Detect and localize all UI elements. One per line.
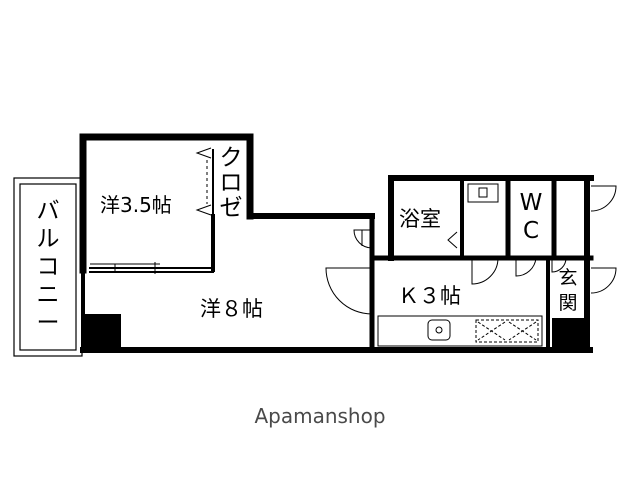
bath-fixtures [447,183,499,249]
balcony-char-3: コ [37,254,60,280]
door-swings [325,185,617,315]
balcony-char-2: ル [37,226,60,252]
closet-char-3: ゼ [220,195,243,221]
room-label-western-small: 洋3.5帖 [100,193,172,217]
sliding-window [90,262,160,274]
balcony-char-4: ニ [37,282,60,308]
closet-char-1: ク [220,145,243,171]
kitchen-counter [377,315,543,347]
entrance-char-1: 玄 [558,267,577,289]
closet-marks [195,147,212,216]
watermark-text: Apamanshop [254,404,385,428]
columns [83,314,590,352]
wc-char-1: W [520,190,543,216]
balcony-char-1: バ [37,198,60,224]
balcony-char-5: ー [37,310,60,336]
balcony-window [79,222,87,270]
room-label-kitchen: Ｋ３帖 [398,284,461,308]
wc-char-2: C [523,218,539,244]
room-label-western-large: 洋８帖 [200,297,263,321]
entrance-char-2: 関 [558,292,577,314]
walls [79,133,594,353]
closet-char-2: ロ [220,170,243,196]
room-label-bath: 浴室 [399,207,441,231]
